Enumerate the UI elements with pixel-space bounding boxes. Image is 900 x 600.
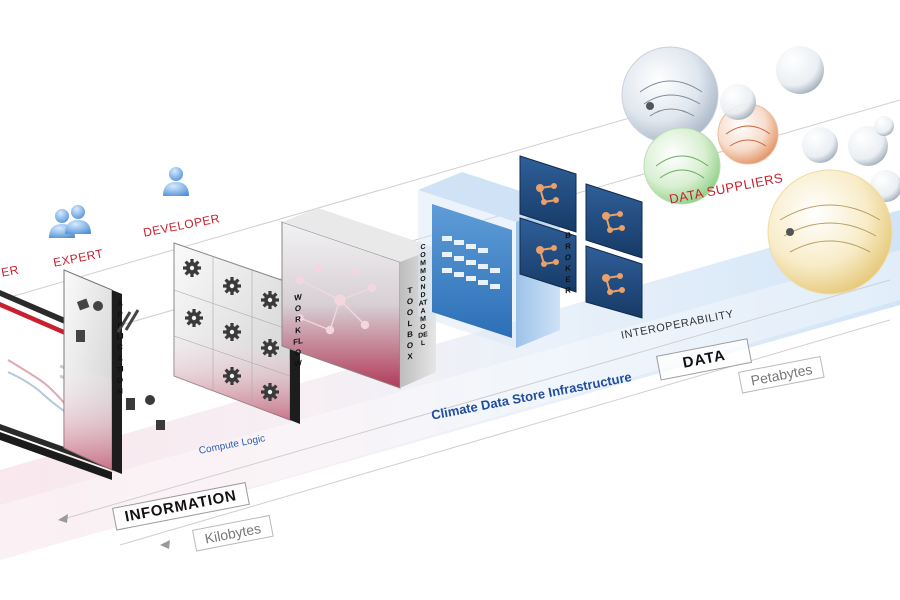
broker-tile: [585, 183, 643, 259]
arrowheads: [58, 514, 170, 549]
network-graph-icon: [295, 264, 377, 335]
workflow-layer-label: WORKFLOW: [293, 292, 303, 369]
floor-highlight: [0, 250, 900, 560]
application-layer-label: APPLICATION: [116, 298, 124, 397]
database-stack-icon: [442, 236, 500, 289]
data-supplier-bubbles: [621, 46, 900, 295]
common-data-model-label: COMMON DATA MODEL: [418, 243, 428, 348]
developer-icon: [163, 167, 189, 196]
toolbox-layer-label: TOOLBOX: [406, 285, 414, 362]
expert-icon: [49, 205, 91, 238]
workflow-panel: [173, 242, 300, 424]
broker-tiles: [519, 155, 643, 319]
gear-grid: [173, 256, 291, 405]
application-panel: [63, 269, 165, 474]
broker-layer-label: BROKER: [564, 230, 572, 296]
tools-icon: [116, 309, 140, 333]
broker-tile: [519, 155, 577, 233]
broker-tile: [519, 217, 577, 293]
broker-tile: [585, 245, 643, 319]
